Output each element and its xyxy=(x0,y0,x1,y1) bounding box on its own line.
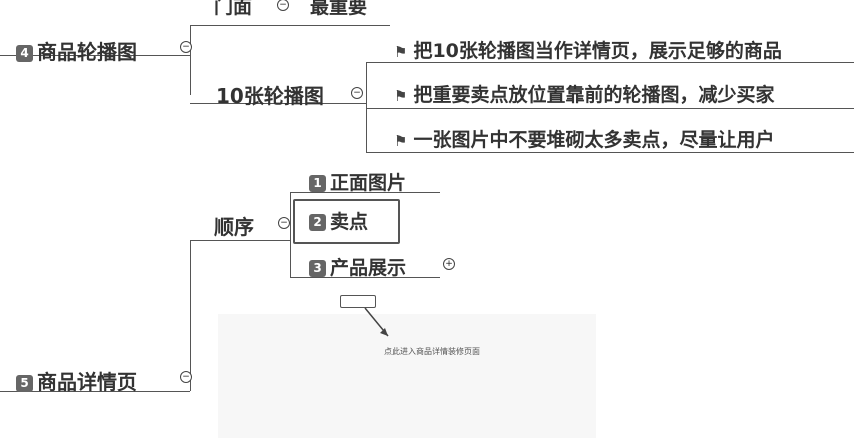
connector xyxy=(190,25,390,26)
number-badge: 3 xyxy=(309,260,326,277)
embedded-screenshot: 点此进入商品详情装修页面 xyxy=(218,288,596,438)
branch-storefront[interactable]: 门面 xyxy=(214,0,253,18)
order-item-label: 卖点 xyxy=(330,211,369,233)
number-badge: 2 xyxy=(309,214,326,231)
connector xyxy=(366,62,854,63)
number-badge: 5 xyxy=(16,375,33,392)
number-badge: 4 xyxy=(16,45,33,62)
connector xyxy=(190,240,191,391)
tip-item[interactable]: ⚑ 一张图片中不要堆砌太多卖点，尽量让用户 xyxy=(394,125,774,152)
tip-text: 把10张轮播图当作详情页，展示足够的商品 xyxy=(413,40,782,62)
connector xyxy=(366,108,854,109)
order-item-label: 产品展示 xyxy=(330,257,407,279)
node-order[interactable]: 顺序 xyxy=(214,215,254,239)
connector xyxy=(290,192,440,193)
collapse-toggle-icon[interactable]: − xyxy=(277,0,289,11)
tip-item[interactable]: ⚑ 把10张轮播图当作详情页，展示足够的商品 xyxy=(394,36,782,63)
connector xyxy=(190,103,366,104)
tip-text: 把重要卖点放位置靠前的轮播图，减少买家 xyxy=(413,84,775,106)
screenshot-hint: 点此进入商品详情装修页面 xyxy=(384,347,480,356)
collapse-toggle-icon[interactable]: − xyxy=(278,217,290,229)
tip-text: 一张图片中不要堆砌太多卖点，尽量让用户 xyxy=(413,129,775,151)
node-label: 商品轮播图 xyxy=(37,40,137,64)
screenshot-toolbar xyxy=(218,288,596,314)
highlight-box xyxy=(293,199,400,244)
branch-most-important[interactable]: 最重要 xyxy=(310,0,368,18)
connector xyxy=(366,152,854,153)
connector xyxy=(190,25,191,95)
connector xyxy=(290,277,440,278)
flag-icon: ⚑ xyxy=(394,132,408,150)
connector xyxy=(290,192,291,277)
connector xyxy=(190,240,290,241)
node-ten-carousel[interactable]: 10张轮播图 xyxy=(216,84,324,108)
expand-toggle-icon[interactable]: + xyxy=(443,258,455,270)
connector xyxy=(0,55,190,56)
collapse-toggle-icon[interactable]: − xyxy=(180,371,192,383)
arrow-icon xyxy=(364,307,389,337)
order-item-label: 正面图片 xyxy=(330,172,407,194)
number-badge: 1 xyxy=(309,175,326,192)
connector xyxy=(366,62,367,152)
flag-icon: ⚑ xyxy=(394,43,408,61)
collapse-toggle-icon[interactable]: − xyxy=(180,41,192,53)
flag-icon: ⚑ xyxy=(394,87,408,105)
tip-item[interactable]: ⚑ 把重要卖点放位置靠前的轮播图，减少买家 xyxy=(394,80,774,107)
connector xyxy=(0,391,190,392)
highlight-box xyxy=(340,295,376,308)
collapse-toggle-icon[interactable]: − xyxy=(351,87,363,99)
node-label: 商品详情页 xyxy=(37,370,137,394)
